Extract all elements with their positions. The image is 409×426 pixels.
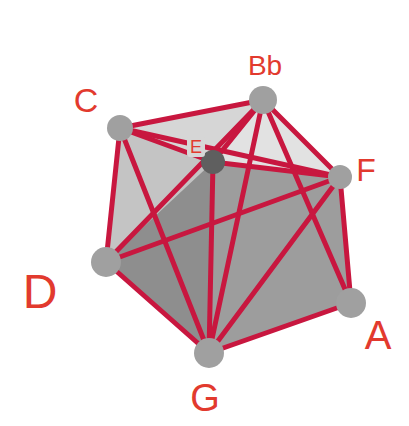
edge-line [106, 262, 209, 353]
vertex-label: A [365, 315, 392, 355]
edge-line [120, 128, 340, 177]
face [106, 100, 351, 353]
vertex-label: E [187, 137, 205, 157]
vertex-label: G [190, 379, 220, 417]
vertex-label: F [356, 154, 376, 186]
edge-line [106, 100, 263, 262]
vertex-label: Bb [248, 52, 282, 80]
edge-line [340, 177, 351, 303]
vertex-dot [107, 115, 133, 141]
vertex-label: D [23, 268, 58, 316]
edge-line [209, 177, 340, 353]
vertex-dot [249, 86, 277, 114]
faces [106, 100, 351, 353]
vertices [91, 86, 366, 368]
edge-line [209, 162, 213, 353]
vertex-dot [336, 288, 366, 318]
vertex-dot [194, 338, 224, 368]
edge-line [106, 177, 340, 262]
vertex-label: C [74, 83, 99, 117]
edge-line [263, 100, 340, 177]
vertex-dot [91, 247, 121, 277]
vertex-dot [328, 165, 352, 189]
edge-line [106, 128, 120, 262]
face [213, 100, 340, 177]
edges-lines [106, 100, 351, 353]
